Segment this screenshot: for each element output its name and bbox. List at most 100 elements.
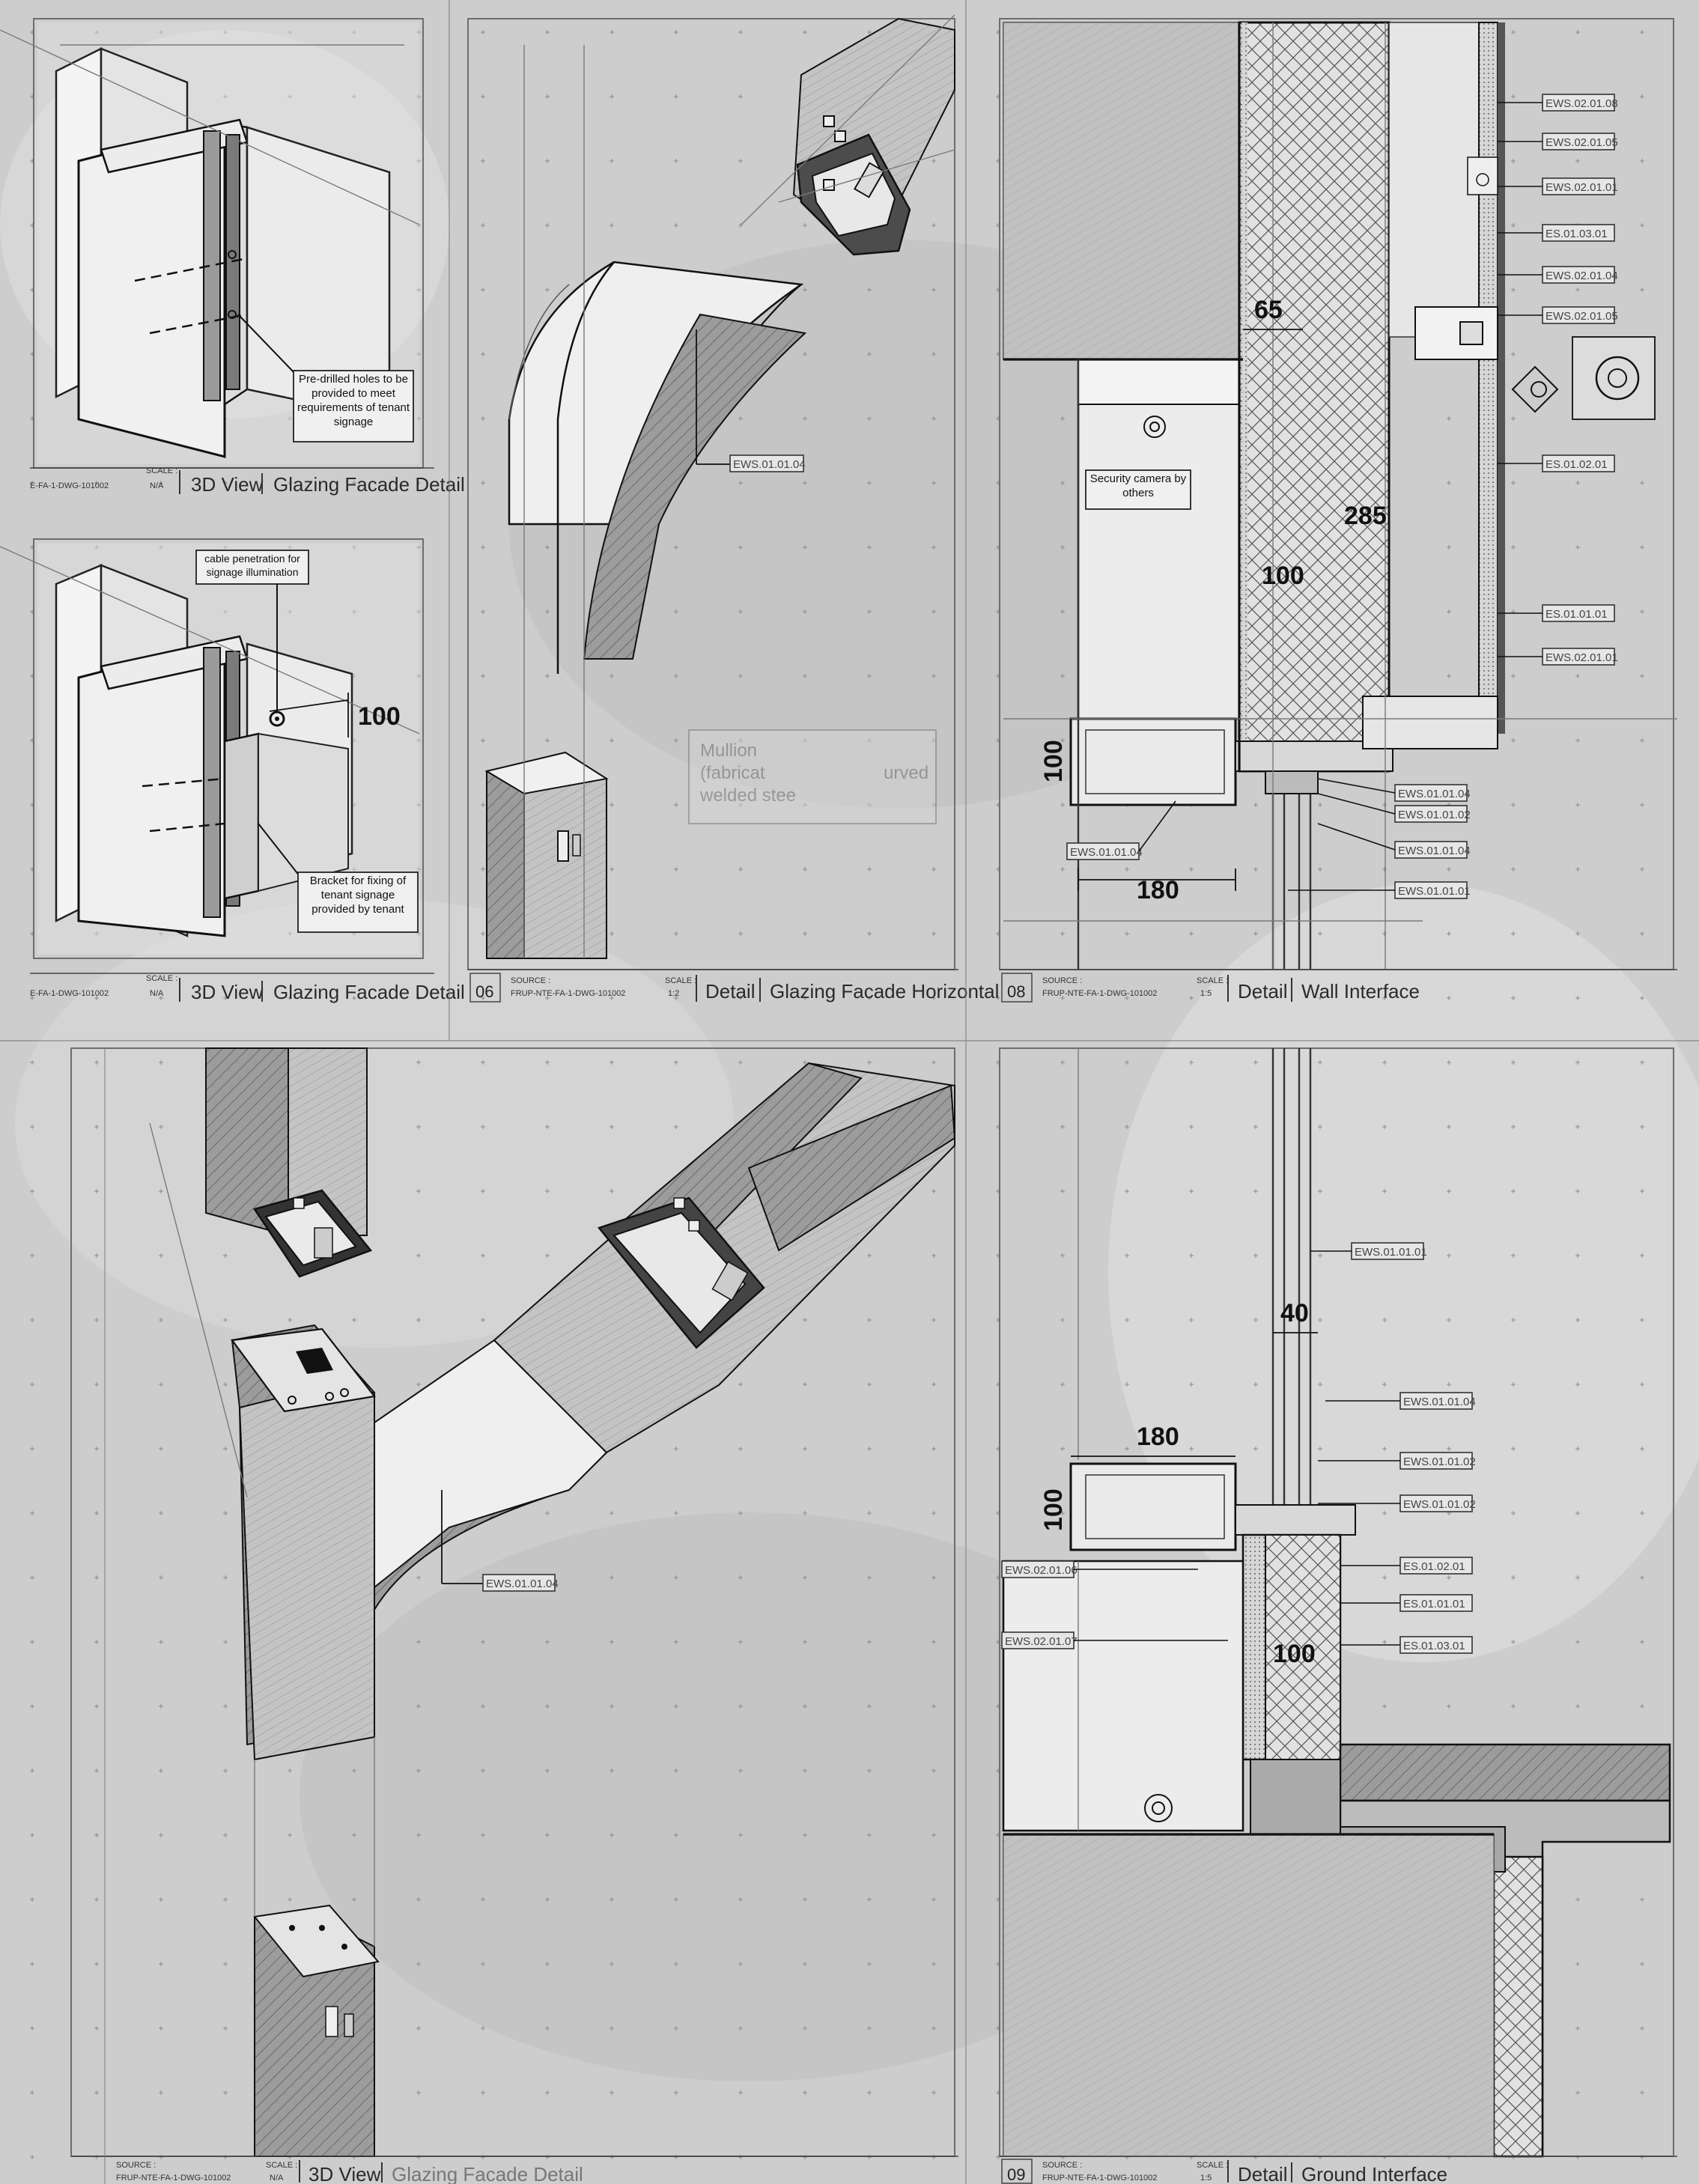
- view-title: Glazing Facade Horizontal: [770, 980, 999, 1003]
- view-title: Ground Interface: [1301, 2163, 1447, 2184]
- transom-box: [1069, 717, 1237, 806]
- tags-right-p6: EWS.01.01.01 EWS.01.01.04 EWS.01.01.02 E…: [1001, 1242, 1476, 1654]
- tag-text: ES.01.02.01: [1403, 1560, 1465, 1573]
- ground-cavity: [1002, 1560, 1244, 1832]
- panel-detail-horizontal: EWS.01.01.04 Mullion (fabricat urved wel…: [467, 14, 999, 1003]
- dim-65: 65: [1254, 296, 1283, 324]
- tag-text: EWS.02.01.05: [1545, 136, 1618, 149]
- tag-text: EWS.02.01.06: [1005, 1564, 1078, 1577]
- view-type: 3D View: [191, 981, 264, 1003]
- tag-text: EWS.02.01.04: [1545, 270, 1618, 282]
- tag-text: ES.01.01.01: [1545, 608, 1608, 621]
- view-title: Glazing Facade Detail: [273, 473, 465, 496]
- note-signage-bracket: [297, 872, 419, 933]
- view-title: Glazing Facade Detail: [273, 981, 465, 1003]
- source-code: FRUP-NTE-FA-1-DWG-101002: [511, 989, 625, 998]
- panel-3d-view-bracket: cable penetration for signage illuminati…: [0, 538, 465, 1003]
- note-bracket-text: Bracket for fixing of tenant signage pro…: [309, 874, 407, 916]
- tag-text: EWS.01.01.04: [1403, 1396, 1476, 1408]
- tag-text: EWS.01.01.04: [486, 1578, 559, 1590]
- scale-value: 1:2: [668, 989, 679, 998]
- tag-text: ES.01.03.01: [1403, 1640, 1465, 1652]
- panel-3d-view-top: Pre-drilled holes to be provided to meet…: [0, 18, 465, 496]
- tags-bottom-p4: EWS.01.01.04 EWS.01.01.02 EWS.01.01.04 E…: [1066, 778, 1471, 899]
- title-block-p5: SOURCE : FRUP-NTE-FA-1-DWG-101002 SCALE …: [71, 2156, 958, 2184]
- detail-number: 06: [475, 982, 493, 1001]
- tags-right-p4: EWS.02.01.08 EWS.02.01.05 EWS.02.01.01 E…: [1498, 94, 1618, 666]
- drawing-code: E-FA-1-DWG-101002: [30, 989, 109, 998]
- tag-text: EWS.02.01.08: [1545, 97, 1618, 110]
- column-lower: [253, 1737, 380, 2157]
- tag-text: EWS.01.01.04: [1398, 788, 1471, 800]
- dim-100-vert: 100: [1039, 1488, 1068, 1531]
- source-label: SOURCE :: [1042, 976, 1082, 985]
- dim-180: 180: [1137, 876, 1179, 904]
- view-type: 3D View: [309, 2163, 381, 2184]
- dim-40: 40: [1280, 1299, 1309, 1327]
- title-block-p3: 06 SOURCE : FRUP-NTE-FA-1-DWG-101002 SCA…: [468, 969, 999, 1003]
- title-block-p2: E-FA-1-DWG-101002 SCALE : N/A 3D View Gl…: [30, 973, 465, 1003]
- tag-text: EWS.02.01.01: [1545, 181, 1618, 194]
- note-frag-1: Mullion: [700, 740, 757, 761]
- tag-text: EWS.01.01.04: [733, 458, 806, 471]
- tag-text: ES.01.01.01: [1403, 1598, 1465, 1610]
- drawing-code: FRUP-NTE-FA-1-DWG-101002: [116, 2174, 231, 2183]
- note-predrilled-text: Pre-drilled holes to be provided to meet…: [297, 373, 410, 428]
- floor-slab: [1339, 1743, 1671, 1802]
- note-frag-3: urved: [884, 763, 928, 783]
- view-type: Detail: [1238, 980, 1287, 1003]
- view-type: Detail: [705, 980, 755, 1003]
- detail-number: 09: [1007, 2165, 1025, 2184]
- scale-label: SCALE :: [146, 466, 177, 475]
- tag-text: ES.01.03.01: [1545, 228, 1608, 240]
- note-frag-2: (fabricat: [700, 763, 765, 783]
- title-block-p4: 08 SOURCE : FRUP-NTE-FA-1-DWG-101002 SCA…: [1000, 969, 1677, 1003]
- arm-diagonal: [493, 1062, 956, 1454]
- scale-label: SCALE :: [1197, 976, 1228, 985]
- scale-label: SCALE :: [665, 976, 696, 985]
- camera-box: [1077, 358, 1241, 720]
- tag-text: EWS.01.01.04: [1070, 846, 1143, 859]
- tag-text: EWS.01.01.01: [1398, 885, 1471, 898]
- dim-100-b: 100: [1039, 740, 1068, 782]
- dim-180: 180: [1137, 1423, 1179, 1451]
- source-code: FRUP-NTE-FA-1-DWG-101002: [1042, 989, 1157, 998]
- signage-bracket: [223, 732, 260, 900]
- note-cable-penetration: [195, 550, 309, 585]
- view-type: Detail: [1238, 2163, 1287, 2184]
- tag-ews-010104: [729, 454, 804, 472]
- scale-label: SCALE :: [146, 974, 177, 983]
- drawing-code: E-FA-1-DWG-101002: [30, 481, 109, 490]
- column-node: [149, 1122, 608, 1761]
- tag-text: EWS.01.01.04: [1398, 845, 1471, 857]
- tag-text: ES.01.02.01: [1545, 458, 1608, 471]
- scale-value: 1:5: [1200, 989, 1212, 998]
- dim-100-a: 100: [1262, 562, 1304, 590]
- tag-text: EWS.01.01.02: [1403, 1456, 1476, 1468]
- note-predrilled-holes: [293, 370, 414, 442]
- panel-detail-wall-interface: Security camera by others 65 285: [999, 18, 1677, 1003]
- insulation-xhatch: [1238, 21, 1390, 773]
- anchor-bracket: [1572, 336, 1656, 420]
- scale-value: 1:5: [1200, 2174, 1212, 2183]
- scale-label: SCALE :: [1197, 2161, 1228, 2170]
- view-type: 3D View: [191, 473, 264, 496]
- scale-value: N/A: [150, 481, 164, 490]
- tag-text: EWS.01.01.01: [1355, 1246, 1427, 1259]
- tag-text: EWS.01.01.02: [1398, 809, 1471, 821]
- tag-ews-010104-b: [482, 1574, 556, 1592]
- source-label: SOURCE :: [116, 2161, 156, 2170]
- detail-number: 08: [1007, 982, 1025, 1001]
- note-security-camera: [1085, 469, 1191, 510]
- note-security-camera-text: Security camera by others: [1089, 472, 1187, 499]
- panel-detail-ground-interface: 40 180 100 100 EWS.01.01.01 EWS.01.01.04…: [999, 1047, 1677, 2184]
- cable-penetration-hole: [269, 711, 285, 727]
- panel-3d-view-bottom: EWS.01.01.04 SOURCE : FRUP-NTE-FA-1-DWG-…: [70, 1047, 958, 2184]
- glazing-mullion-assembly-1: [0, 29, 420, 458]
- glazing-mullion-assembly-2: [0, 546, 420, 937]
- dimension-100: 100: [358, 702, 401, 731]
- note-frag-4: welded stee: [699, 785, 796, 806]
- dim-285: 285: [1344, 502, 1387, 530]
- note-cable-text: cable penetration for signage illuminati…: [204, 553, 300, 578]
